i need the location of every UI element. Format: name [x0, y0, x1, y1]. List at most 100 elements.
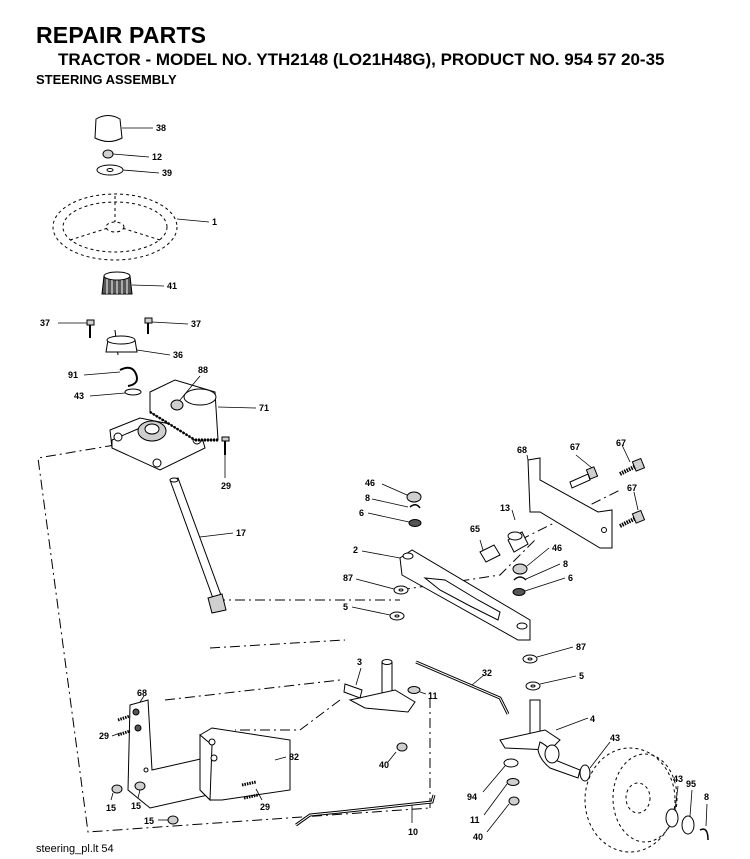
clip-8-left — [371, 498, 421, 509]
callout-43-wheel: 43 — [673, 774, 683, 784]
callout-8-left: 8 — [365, 493, 370, 503]
washer-39 — [96, 164, 160, 176]
callout-29-upper: 29 — [221, 481, 231, 491]
callout-39: 39 — [162, 168, 172, 178]
section-title: STEERING ASSEMBLY — [36, 72, 177, 87]
callout-13: 13 — [500, 503, 510, 513]
callout-11-upper: 11 — [428, 691, 438, 701]
callout-43-upper: 43 — [74, 391, 84, 401]
callout-88: 88 — [198, 365, 208, 375]
callout-37-left: 37 — [40, 318, 50, 328]
nut-12 — [102, 149, 150, 159]
washer-6-left — [367, 512, 422, 527]
spindle-3 — [343, 659, 416, 713]
washer-6-right — [512, 577, 566, 596]
bolt-37-right — [144, 317, 189, 334]
callout-1: 1 — [212, 217, 217, 227]
washer-43-spindle — [579, 741, 611, 782]
callout-10: 10 — [408, 827, 418, 837]
callout-15-c: 15 — [144, 816, 154, 826]
bushing-5-lower — [525, 675, 577, 691]
steering-wheel-1 — [52, 193, 210, 261]
file-label: steering_pl.lt 54 — [36, 843, 114, 855]
drag-rod-10 — [295, 794, 436, 827]
callout-3: 3 — [357, 657, 362, 667]
steering-shaft-17 — [169, 477, 234, 614]
callout-91: 91 — [68, 370, 78, 380]
callout-40-lower: 40 — [473, 832, 483, 842]
callout-12: 12 — [152, 152, 162, 162]
bushing-11-lower — [483, 778, 520, 816]
drag-link-2 — [361, 549, 531, 641]
callout-43-spindle: 43 — [610, 733, 620, 743]
pivot-bar-13 — [507, 509, 529, 553]
clip-8-wheel — [699, 803, 709, 841]
callout-82: 82 — [289, 752, 299, 762]
callout-6-right: 6 — [568, 573, 573, 583]
callout-15-a: 15 — [106, 803, 116, 813]
callout-68-upper: 68 — [517, 445, 527, 455]
washer-43-wheel — [665, 785, 679, 828]
washer-43-upper — [89, 388, 142, 397]
callout-68-lower: 68 — [137, 688, 147, 698]
callout-87-lower: 87 — [576, 642, 586, 652]
callout-38: 38 — [156, 123, 166, 133]
callout-4: 4 — [590, 714, 595, 724]
steering-cap-38 — [94, 115, 153, 142]
nut-15-b — [134, 781, 146, 799]
nut-15-c — [158, 815, 179, 825]
callout-5-lower: 5 — [579, 671, 584, 681]
callout-67-a: 67 — [570, 442, 580, 452]
clip-8-right — [513, 563, 561, 581]
callout-29-lower-left: 29 — [99, 731, 109, 741]
bushing-87-upper — [355, 578, 409, 595]
callout-46-left: 46 — [365, 478, 375, 488]
steering-plate-68-upper — [526, 454, 613, 549]
bushing-11-upper — [407, 686, 427, 695]
callout-36: 36 — [173, 350, 183, 360]
callout-17: 17 — [236, 528, 246, 538]
spacer-65 — [479, 539, 501, 563]
callout-67-b: 67 — [616, 438, 626, 448]
bushing-36 — [105, 335, 171, 356]
adapter-41 — [101, 271, 165, 295]
callout-2: 2 — [353, 545, 358, 555]
nut-15-a — [110, 784, 123, 801]
callout-11-lower: 11 — [470, 815, 480, 825]
bolt-29-upper — [221, 436, 230, 478]
callout-87-upper: 87 — [343, 573, 353, 583]
drag-link-rod-32 — [415, 660, 510, 715]
callout-15-b: 15 — [131, 801, 141, 811]
bolt-37-left — [58, 319, 95, 338]
nut-40-upper — [387, 742, 408, 763]
callout-8-wheel: 8 — [704, 792, 709, 802]
cap-46-left — [381, 483, 422, 503]
callout-8-right: 8 — [563, 559, 568, 569]
front-tire — [584, 747, 678, 853]
callout-65: 65 — [470, 524, 480, 534]
washer-95 — [681, 789, 695, 835]
spring-91 — [83, 366, 138, 387]
callout-6-left: 6 — [359, 508, 364, 518]
callout-32: 32 — [482, 668, 492, 678]
page-subtitle: TRACTOR - MODEL NO. YTH2148 (LO21H48G), … — [58, 50, 665, 69]
callout-29-bracket: 29 — [260, 802, 270, 812]
callout-71: 71 — [259, 403, 269, 413]
callout-37-right: 37 — [191, 319, 201, 329]
bolts-29-bracket — [241, 780, 263, 801]
callout-95: 95 — [686, 779, 696, 789]
bolt-67-a — [569, 454, 599, 489]
bolt-67-c — [619, 491, 646, 528]
callout-40-upper: 40 — [379, 760, 389, 770]
bracket-82 — [199, 727, 291, 802]
callout-46-right: 46 — [552, 543, 562, 553]
assembly-guide-lines — [37, 329, 621, 833]
cap-46-right — [512, 547, 550, 575]
gear-cover-88 — [170, 375, 217, 411]
page-title: REPAIR PARTS — [36, 22, 207, 48]
bushing-87-lower — [522, 646, 574, 664]
callout-67-c: 67 — [627, 483, 637, 493]
callout-5-upper: 5 — [343, 602, 348, 612]
callout-94: 94 — [467, 792, 477, 802]
